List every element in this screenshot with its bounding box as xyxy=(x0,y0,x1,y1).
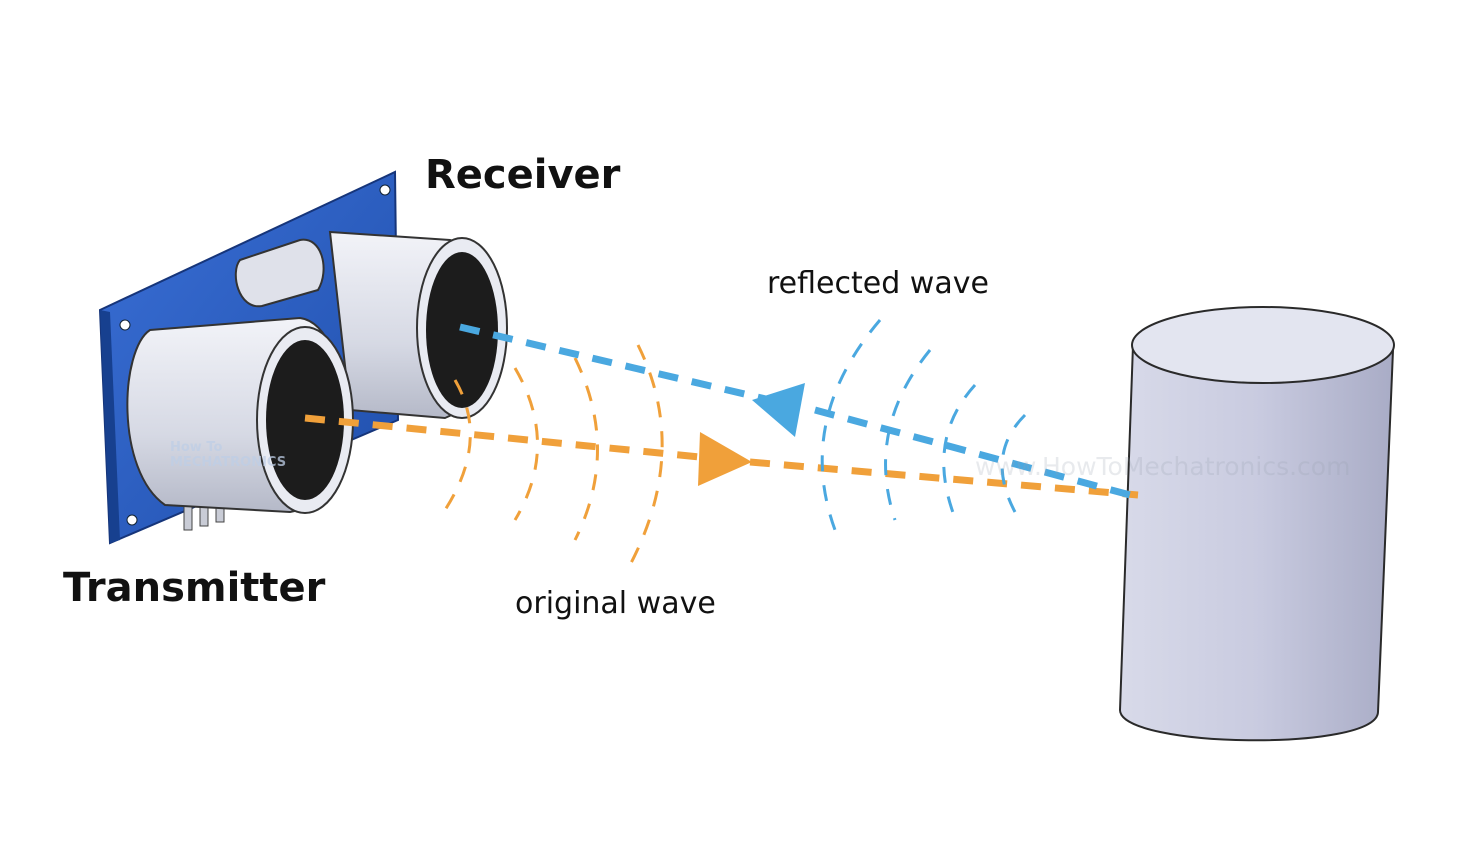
reflected-wave-arrow-icon xyxy=(752,383,805,437)
original-wave-arrow-icon xyxy=(698,432,752,486)
original-wave-fronts xyxy=(443,344,664,566)
watermark-url: www.HowToMechatronics.com xyxy=(975,452,1351,481)
watermark-logo-line1: How To xyxy=(170,440,223,455)
watermark-logo-line2: MECHATRONICS xyxy=(170,455,287,470)
watermark-logo: How To MECHATRONICS xyxy=(170,440,286,470)
cylinder-object-icon xyxy=(1118,306,1395,742)
reflected-wave-fronts xyxy=(820,319,1027,531)
ultrasonic-sensor-icon xyxy=(98,170,508,545)
reflected-wave-label: reflected wave xyxy=(767,266,989,301)
transmitter-label: Transmitter xyxy=(63,565,326,611)
receiver-label: Receiver xyxy=(425,152,621,198)
original-wave-path xyxy=(304,344,1139,566)
reflected-wave-path xyxy=(459,319,1131,531)
original-wave-label: original wave xyxy=(515,586,716,621)
